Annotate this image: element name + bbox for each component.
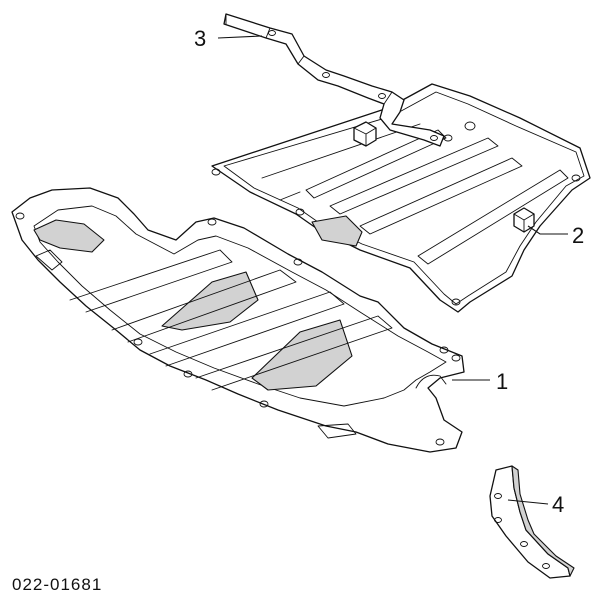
leader-3 (217, 35, 263, 39)
part-1-inner-rim (33, 205, 447, 407)
leader-2 (527, 225, 568, 235)
part-1-rib-3 (149, 291, 345, 367)
callout-2: 2 (572, 223, 584, 248)
part-2-rib-2 (329, 137, 499, 215)
part-4-shaded-face (511, 465, 575, 577)
part-2-rear-undertray (211, 83, 591, 313)
part-1-front-undertray (11, 187, 465, 453)
part-2-mount-holes (211, 121, 581, 306)
part-2-rib-4 (417, 169, 569, 265)
part-2-rib-3 (359, 157, 523, 235)
callout-1: 1 (496, 369, 508, 394)
part-3-bracket (223, 13, 445, 147)
part-2-rib-1 (305, 129, 447, 199)
part-1-rib-1 (69, 249, 233, 313)
part-4-side-bracket (489, 465, 575, 579)
part-2-nut-right (513, 207, 535, 233)
part-1-rib-2 (111, 269, 297, 343)
callout-leaders (217, 35, 568, 505)
part-1-slot-front (317, 423, 357, 439)
part-code: 022-01681 (12, 575, 102, 594)
part-2-nut-left (353, 121, 377, 147)
leader-4 (507, 499, 549, 505)
callout-4: 4 (552, 492, 564, 517)
part-2-cross-rib (261, 123, 421, 201)
part-2-front-tab (311, 215, 363, 247)
part-1-side-channel (33, 219, 105, 253)
callout-3: 3 (194, 26, 206, 51)
part-1-holes (15, 212, 461, 446)
part-3-edge (225, 13, 393, 105)
part-4-holes (494, 493, 550, 569)
part-3-outline (223, 13, 445, 147)
part-3-holes (268, 30, 438, 141)
part-1-slot-left (35, 249, 63, 271)
part-1-outline (11, 187, 465, 453)
part-1-rib-4 (195, 315, 393, 391)
part-1-scoop-right (251, 319, 353, 391)
part-1-arch (415, 374, 447, 389)
